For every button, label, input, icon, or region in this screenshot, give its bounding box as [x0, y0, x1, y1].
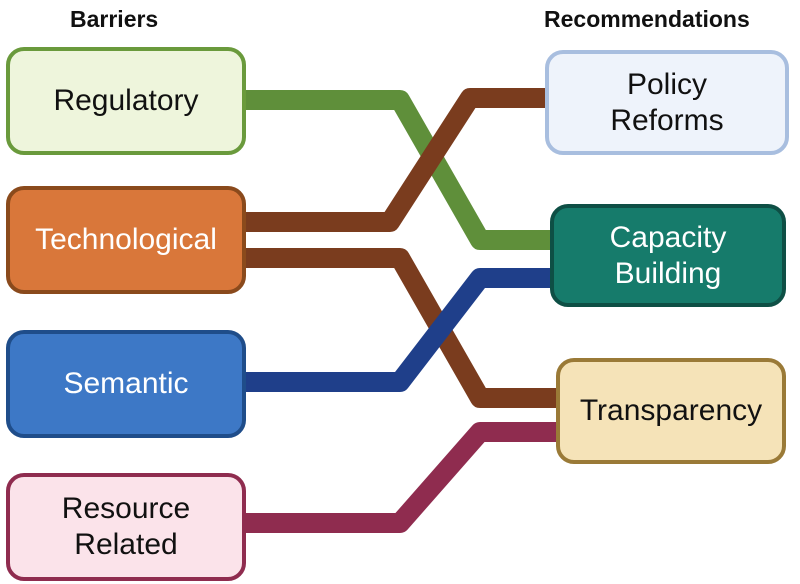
- node-label-transparency: Transparency: [579, 394, 763, 427]
- node-transparency: Transparency: [556, 358, 786, 464]
- node-policy: Policy Reforms: [545, 50, 789, 155]
- recommendations-header: Recommendations: [544, 6, 750, 32]
- node-label-policy: Policy Reforms: [610, 67, 724, 137]
- barriers-header: Barriers: [70, 6, 159, 32]
- link-resource-to-transparency: [242, 422, 560, 533]
- node-semantic: Semantic: [6, 330, 246, 438]
- node-resource: Resource Related: [6, 473, 246, 581]
- link-semantic-to-capacity: [242, 268, 554, 392]
- node-label-resource: Resource Related: [61, 492, 191, 561]
- node-capacity: Capacity Building: [550, 204, 786, 307]
- node-label-semantic: Semantic: [63, 367, 189, 400]
- link-technological-to-policy: [242, 88, 549, 232]
- node-technological: Technological: [6, 186, 246, 294]
- node-label-technological: Technological: [35, 223, 217, 256]
- node-label-capacity: Capacity Building: [609, 220, 727, 290]
- node-label-regulatory: Regulatory: [53, 84, 199, 117]
- link-regulatory-to-capacity: [242, 90, 554, 250]
- node-regulatory: Regulatory: [6, 47, 246, 155]
